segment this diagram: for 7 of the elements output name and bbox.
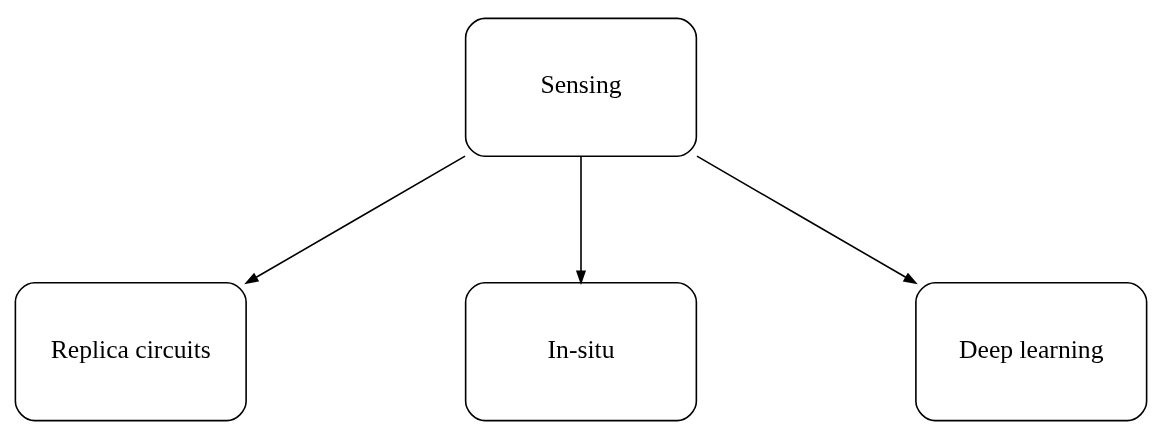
node-box: Sensing [464,17,698,157]
arrow [696,154,918,284]
node-box: Replica circuits [14,281,247,421]
node-box: In-situ [464,281,698,421]
node-box: Deep learning [915,281,1148,421]
arrow [575,155,587,285]
arrow [244,154,466,284]
